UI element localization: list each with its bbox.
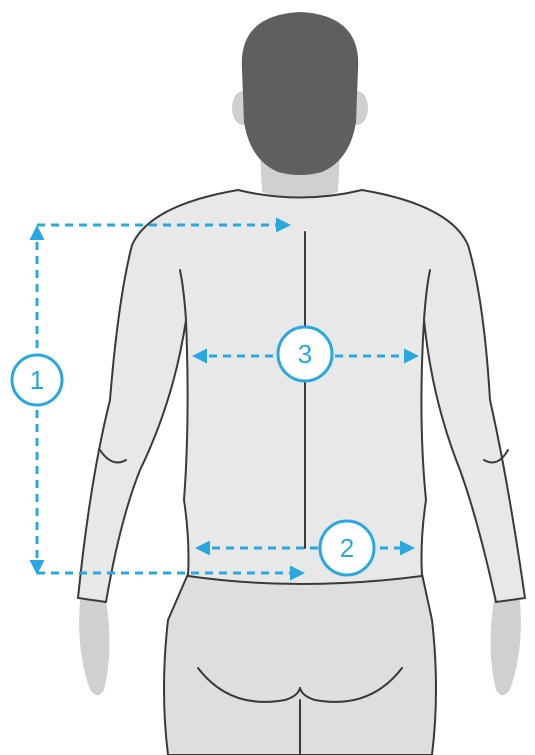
- measurement-badge-1: 1: [12, 355, 62, 405]
- shirt: [78, 190, 525, 602]
- badge-label-2: 2: [340, 533, 354, 563]
- measurement-badge-2: 2: [320, 521, 374, 575]
- person-figure: [78, 12, 525, 755]
- badge-label-1: 1: [30, 365, 44, 395]
- left-hand: [79, 600, 109, 695]
- head: [242, 12, 358, 175]
- badge-label-3: 3: [298, 339, 312, 369]
- right-hand: [490, 600, 520, 695]
- measurement-badge-3: 3: [278, 327, 332, 381]
